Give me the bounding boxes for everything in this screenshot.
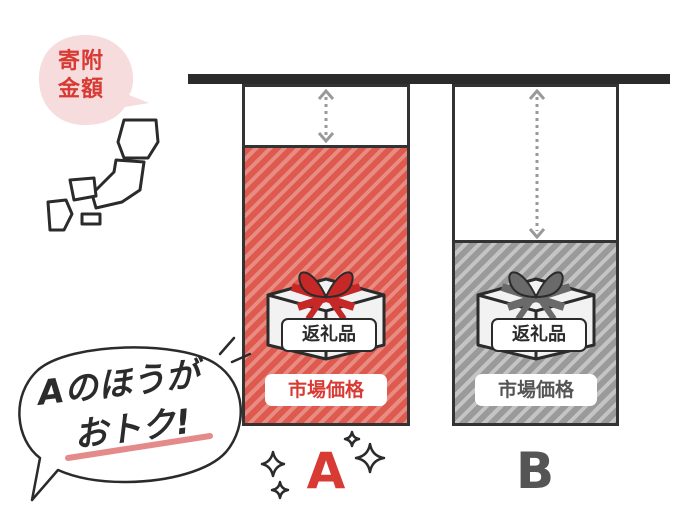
column-b-letter: B	[515, 442, 555, 500]
japan-map-icon	[46, 118, 160, 232]
donation-level-bar	[188, 74, 670, 84]
column-b: 返礼品 市場価格	[452, 84, 619, 426]
double-arrow-icon	[317, 89, 335, 143]
donation-amount-label: 寄附 金額	[57, 49, 104, 102]
column-a: 返礼品 市場価格	[242, 84, 410, 426]
sparkle-icon	[343, 430, 386, 474]
conclusion-bubble	[18, 336, 252, 502]
gift-label-a: 返礼品	[281, 318, 377, 352]
market-price-label-b: 市場価格	[475, 374, 597, 406]
sparkle-icon	[260, 450, 290, 500]
market-price-label-a: 市場価格	[265, 374, 387, 406]
donation-amount-bubble	[39, 35, 149, 125]
double-arrow-icon	[528, 89, 546, 239]
column-a-letter: A	[306, 442, 346, 500]
gift-label-b: 返礼品	[491, 318, 587, 352]
